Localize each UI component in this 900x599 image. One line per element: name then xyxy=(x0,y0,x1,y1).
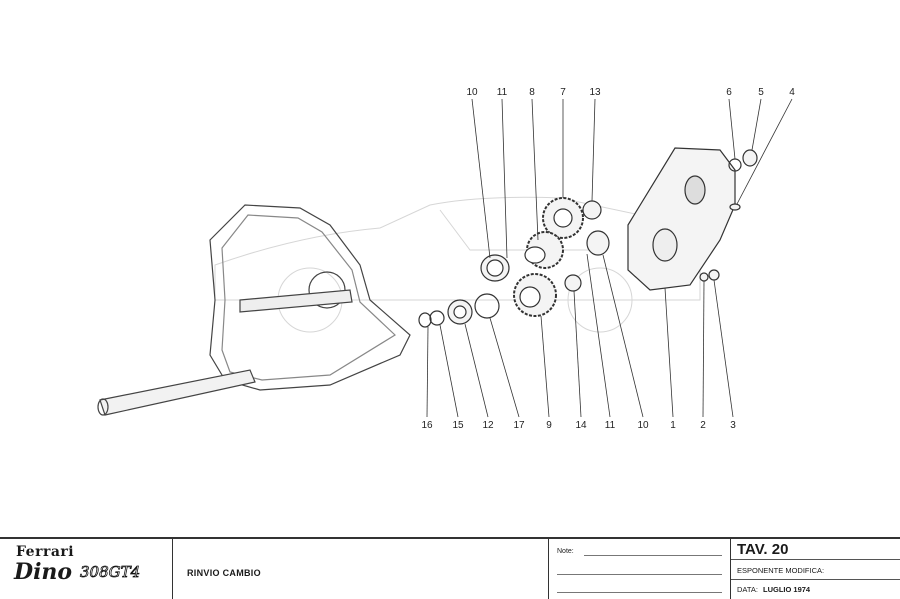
drawing-title: RINVIO CAMBIO xyxy=(187,568,261,578)
sheet-number: TAV. 20 xyxy=(737,541,789,558)
leader-line xyxy=(501,98,508,259)
leader-line xyxy=(439,324,459,418)
leader-line xyxy=(713,279,734,418)
callout-label: 17 xyxy=(513,420,525,431)
dino-logo: Dino xyxy=(14,559,73,585)
callout-label: 11 xyxy=(605,420,616,431)
callout-label: 4 xyxy=(789,87,795,98)
leader-line xyxy=(664,287,674,418)
plug-5 xyxy=(742,149,758,167)
bearing-14 xyxy=(564,274,582,292)
leader-line xyxy=(602,254,644,418)
leader-line xyxy=(573,290,582,418)
bearing-10 xyxy=(586,230,610,256)
washer-2 xyxy=(699,272,709,282)
callout-label: 8 xyxy=(529,87,535,98)
revision-label: ESPONENTE MODIFICA: xyxy=(737,566,825,575)
seal-13 xyxy=(582,200,602,220)
leader-line xyxy=(464,323,489,418)
callout-label: 1 xyxy=(670,420,676,431)
callout-label: 3 xyxy=(730,420,736,431)
model-logo: 308GT4 xyxy=(80,563,141,582)
sheet-row: TAV. 20 xyxy=(731,539,900,560)
note-line xyxy=(584,555,722,556)
gearbox-housing xyxy=(97,204,411,416)
cover-1 xyxy=(627,147,736,291)
leader-line xyxy=(702,280,705,418)
note-line xyxy=(557,574,722,575)
callout-label: 10 xyxy=(466,87,478,98)
date-label: DATA: xyxy=(737,585,758,594)
circlip-17 xyxy=(474,293,500,319)
date-row: DATA: LUGLIO 1974 xyxy=(731,579,900,599)
leader-line xyxy=(540,315,550,418)
circlip-16 xyxy=(418,312,432,328)
leader-line xyxy=(426,326,429,418)
leader-line xyxy=(489,317,520,418)
callout-label: 5 xyxy=(758,87,764,98)
callout-label: 6 xyxy=(726,87,732,98)
leader-line xyxy=(586,253,611,418)
ring-15 xyxy=(429,310,445,326)
leader-line xyxy=(591,98,596,202)
callout-label: 12 xyxy=(482,420,494,431)
callout-label: 15 xyxy=(452,420,464,431)
callout-label: 14 xyxy=(575,420,587,431)
revision-row: ESPONENTE MODIFICA: xyxy=(731,559,900,580)
leader-line xyxy=(531,98,539,241)
leader-lines xyxy=(426,98,793,418)
logo-cell: Ferrari Dino 308GT4 xyxy=(0,539,173,599)
sheet-info-cell: TAV. 20 ESPONENTE MODIFICA: DATA: LUGLIO… xyxy=(731,539,900,599)
callout-label: 13 xyxy=(589,87,601,98)
title-block: Ferrari Dino 308GT4 RINVIO CAMBIO Note: … xyxy=(0,537,900,599)
gear-parts xyxy=(418,147,758,328)
leader-line xyxy=(736,98,793,205)
notes-cell: Note: xyxy=(549,539,731,599)
note-label: Note: xyxy=(557,548,574,555)
leader-line xyxy=(751,98,762,151)
callout-label: 10 xyxy=(637,420,649,431)
callout-label: 2 xyxy=(700,420,706,431)
callout-label: 7 xyxy=(560,87,566,98)
date-value: LUGLIO 1974 xyxy=(763,585,811,594)
callout-label: 11 xyxy=(497,87,508,98)
callout-label: 9 xyxy=(546,420,552,431)
title-cell: RINVIO CAMBIO xyxy=(173,539,549,599)
leader-line xyxy=(728,98,736,160)
ferrari-logo: Ferrari xyxy=(16,544,75,560)
pin-4 xyxy=(729,203,741,211)
note-line xyxy=(557,592,722,593)
nut-3 xyxy=(708,269,720,281)
leader-line xyxy=(471,98,491,259)
callout-label: 16 xyxy=(421,420,433,431)
